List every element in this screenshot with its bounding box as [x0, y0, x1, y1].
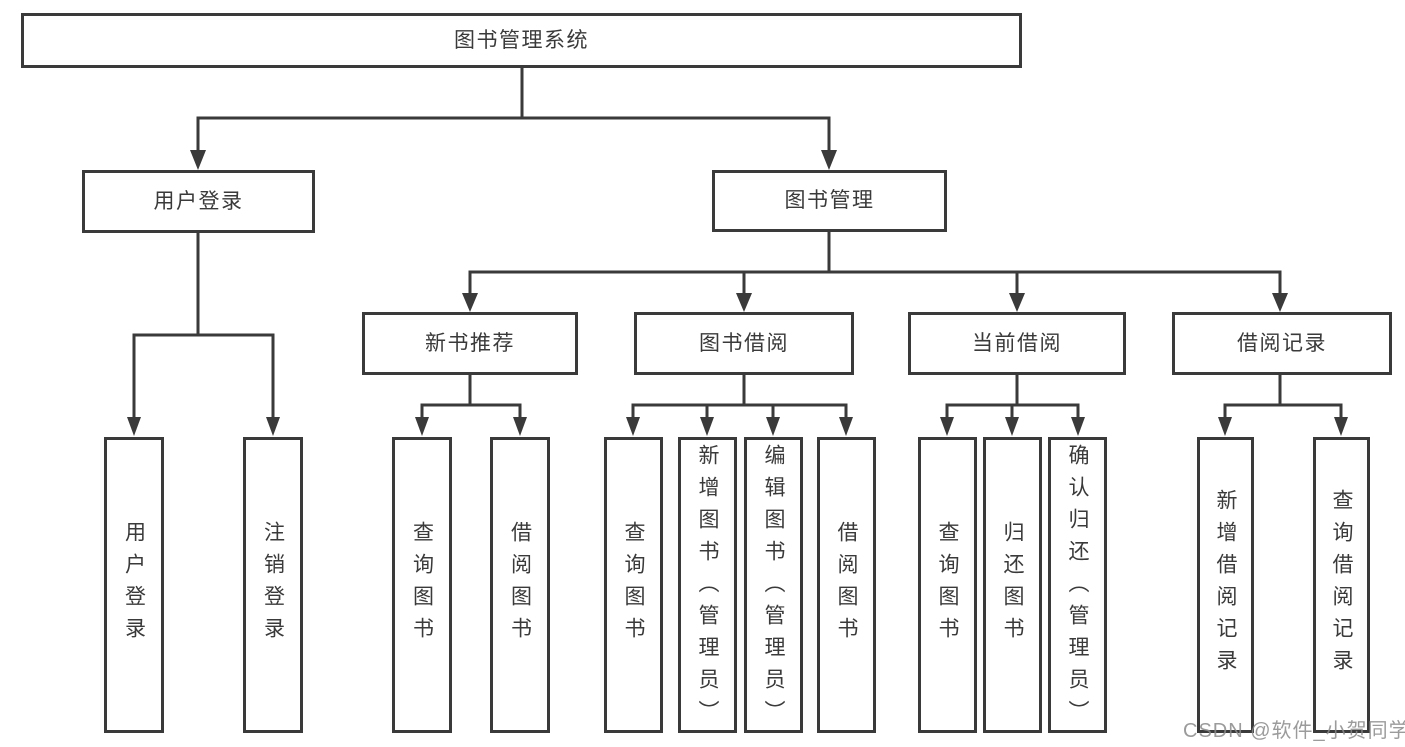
leaf-query-books-recommend: 查询图书: [392, 437, 452, 733]
leaf-add-borrow-record: 新增借阅记录: [1197, 437, 1254, 733]
leaf-confirm-return-admin: 确认归还（管理员）: [1048, 437, 1107, 733]
leaf-query-borrow-record: 查询借阅记录: [1313, 437, 1370, 733]
leaf-logout: 注销登录: [243, 437, 303, 733]
leaf-query-books-borrow: 查询图书: [604, 437, 663, 733]
leaf-user-login: 用户登录: [104, 437, 164, 733]
node-root: 图书管理系统: [21, 13, 1022, 68]
node-book-management: 图书管理: [712, 170, 947, 232]
leaf-return-books: 归还图书: [983, 437, 1042, 733]
leaf-borrow-books: 借阅图书: [817, 437, 876, 733]
node-book-borrow: 图书借阅: [634, 312, 854, 375]
csdn-watermark: CSDN @软件_小贺同学: [1183, 720, 1405, 742]
leaf-add-books-admin: 新增图书（管理员）: [678, 437, 737, 733]
leaf-borrow-books-recommend: 借阅图书: [490, 437, 550, 733]
leaf-edit-books-admin: 编辑图书（管理员）: [744, 437, 803, 733]
node-new-book-recommend: 新书推荐: [362, 312, 578, 375]
node-user-login: 用户登录: [82, 170, 315, 233]
leaf-query-books-current: 查询图书: [918, 437, 977, 733]
node-current-borrow: 当前借阅: [908, 312, 1126, 375]
node-borrow-records: 借阅记录: [1172, 312, 1392, 375]
